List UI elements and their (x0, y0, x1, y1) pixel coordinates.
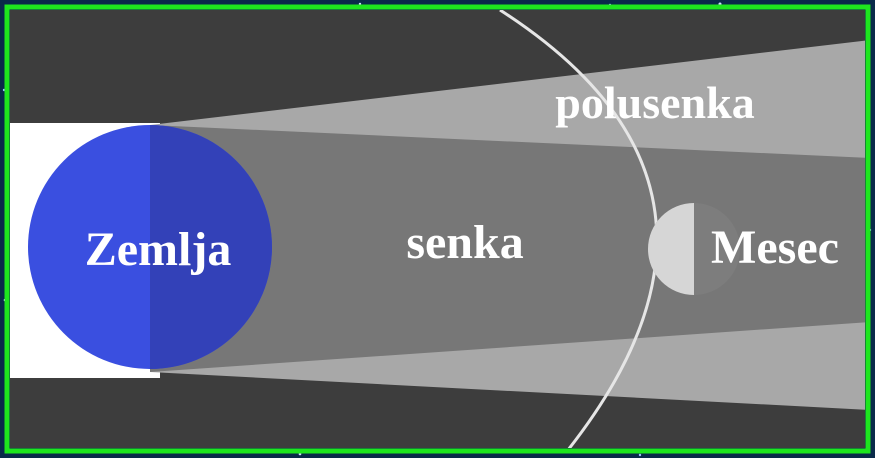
earth-label: Zemlja (85, 223, 232, 276)
moon-label: Mesec (711, 221, 839, 274)
penumbra-label: polusenka (555, 77, 754, 128)
umbra-label: senka (406, 216, 523, 269)
